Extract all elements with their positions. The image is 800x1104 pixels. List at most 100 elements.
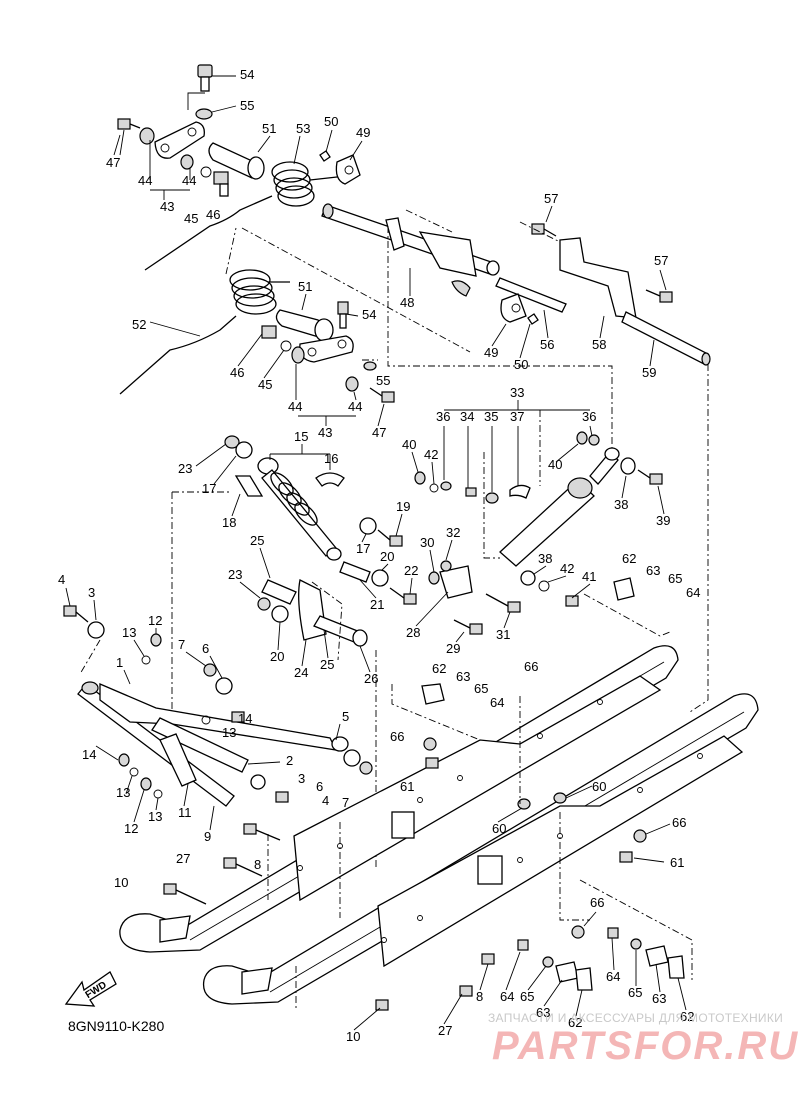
callout-28: 28	[406, 625, 420, 640]
callout-8: 8	[254, 857, 261, 872]
washer-13-b	[201, 715, 211, 725]
callout-63: 63	[456, 669, 470, 684]
callout-41: 41	[582, 569, 596, 584]
callout-15: 15	[294, 429, 308, 444]
callout-60: 60	[592, 779, 606, 794]
nut-55	[195, 108, 213, 120]
callout-4: 4	[58, 572, 65, 587]
washer-7-a	[203, 663, 217, 677]
cover-37	[509, 484, 531, 499]
nut-30	[428, 571, 440, 585]
callout-9: 9	[204, 829, 211, 844]
bolt-8-b	[481, 953, 495, 965]
callout-14: 14	[238, 711, 252, 726]
callout-57: 57	[654, 253, 668, 268]
frame-bracket	[418, 231, 477, 277]
callout-labels: 54 55 51 53 50 49 47 44 44 43 45 46 57 5…	[58, 67, 700, 1044]
washer-13-d	[153, 789, 163, 799]
slider-62-a	[613, 577, 635, 601]
callout-27: 27	[438, 1023, 452, 1038]
callout-65: 65	[520, 989, 534, 1004]
callout-66: 66	[390, 729, 404, 744]
callout-58: 58	[592, 337, 606, 352]
callout-49: 49	[484, 345, 498, 360]
washer-32	[440, 560, 452, 572]
spring-52	[229, 269, 290, 315]
callout-63: 63	[536, 1005, 550, 1020]
bolt-14-a	[231, 711, 245, 723]
bolt-54-head	[197, 64, 213, 78]
callout-32: 32	[446, 525, 460, 540]
callout-46: 46	[230, 365, 244, 380]
callout-45: 45	[258, 377, 272, 392]
callout-27: 27	[176, 851, 190, 866]
plate-49-b	[500, 293, 527, 323]
bolt-57-b	[659, 291, 673, 303]
clip-50-a	[319, 150, 331, 162]
callout-6: 6	[202, 641, 209, 656]
cover-16	[315, 472, 345, 487]
callout-8: 8	[476, 989, 483, 1004]
callout-25: 25	[320, 657, 334, 672]
callout-13: 13	[116, 785, 130, 800]
callout-44: 44	[348, 399, 362, 414]
callout-36: 36	[582, 409, 596, 424]
callout-51: 51	[262, 121, 276, 136]
arm-1	[99, 683, 338, 751]
bolt-61-a	[425, 757, 439, 769]
callout-61: 61	[400, 779, 414, 794]
callout-13: 13	[122, 625, 136, 640]
callout-57: 57	[544, 191, 558, 206]
callout-61: 61	[670, 855, 684, 870]
shaft-2	[151, 717, 249, 773]
nut-60-a	[517, 798, 531, 810]
callout-1: 1	[116, 655, 123, 670]
callout-45: 45	[184, 211, 198, 226]
collar-17-b	[359, 517, 377, 535]
callout-37: 37	[510, 409, 524, 424]
slider-62-d	[667, 955, 685, 979]
callout-65: 65	[474, 681, 488, 696]
bushing-3-a	[87, 621, 105, 639]
callout-6: 6	[316, 779, 323, 794]
callout-10: 10	[114, 875, 128, 890]
callout-12: 12	[124, 821, 138, 836]
block-left	[391, 811, 415, 839]
callout-36: 36	[436, 409, 450, 424]
bolt-47-a	[117, 118, 131, 130]
collar-17-a	[235, 441, 253, 459]
bolt-27-a	[223, 857, 237, 869]
washer-42-a	[429, 483, 439, 493]
sleeve-21	[339, 561, 371, 583]
slide-rails	[79, 577, 759, 1011]
callout-56: 56	[540, 337, 554, 352]
slider-63-c	[555, 961, 579, 983]
callout-13: 13	[222, 725, 236, 740]
callout-65: 65	[668, 571, 682, 586]
washer-13-c	[129, 767, 139, 777]
washer-65-c	[542, 956, 554, 968]
spring-53	[271, 161, 347, 207]
bolt-27-b	[459, 985, 473, 997]
bolt-54-b	[337, 301, 349, 315]
shock-15-spring	[270, 472, 318, 526]
spring-leg-upper	[144, 195, 273, 271]
callout-55: 55	[240, 98, 254, 113]
bolt-10-b	[375, 999, 389, 1011]
bushing-44-c	[291, 346, 305, 364]
washer-13-a	[141, 655, 151, 665]
bushing-44-a	[139, 127, 155, 145]
plate-49-a	[335, 154, 361, 185]
bolt-31	[507, 601, 521, 613]
nut-23-b	[257, 597, 271, 611]
block-right	[477, 855, 503, 885]
callout-24: 24	[294, 665, 308, 680]
collar-38-b	[520, 570, 536, 586]
callout-64: 64	[500, 989, 514, 1004]
callout-62: 62	[622, 551, 636, 566]
callout-17: 17	[202, 481, 216, 496]
bracket-58	[559, 237, 637, 319]
callout-65: 65	[628, 985, 642, 1000]
callout-64: 64	[686, 585, 700, 600]
